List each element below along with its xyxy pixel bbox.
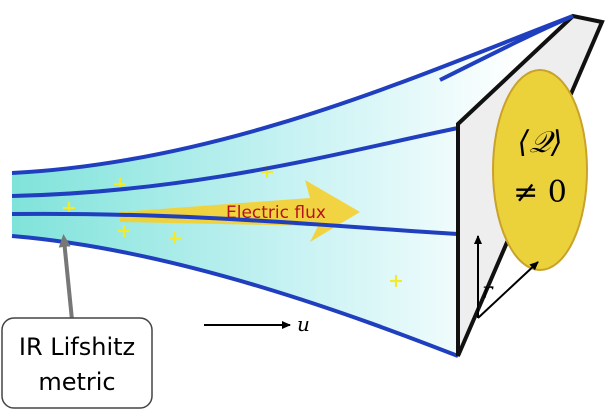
flux-tube-lines <box>11 14 574 358</box>
operator-nonzero: ≠ 0 <box>513 175 567 210</box>
ir-lifshitz-box <box>1 317 153 409</box>
tube-line-bottom <box>11 234 459 358</box>
axis-r-label: r <box>482 279 494 304</box>
operator-expectation: ⟨𝒬⟩ <box>518 125 563 160</box>
ir-box-line1: IR Lifshitz <box>19 333 135 361</box>
ir-box-line2: metric <box>38 368 115 396</box>
operator-disk <box>492 69 588 271</box>
pointer-arrow <box>58 234 74 321</box>
axis-u-label: u <box>297 312 310 336</box>
flux-label: Electric flux <box>226 203 326 223</box>
tube-line-middle <box>11 211 459 236</box>
tube-line-upper <box>11 126 459 198</box>
tube-line-top <box>11 14 574 175</box>
axis-arrow-icon <box>474 235 539 319</box>
electric-flux-arrow <box>120 180 360 242</box>
